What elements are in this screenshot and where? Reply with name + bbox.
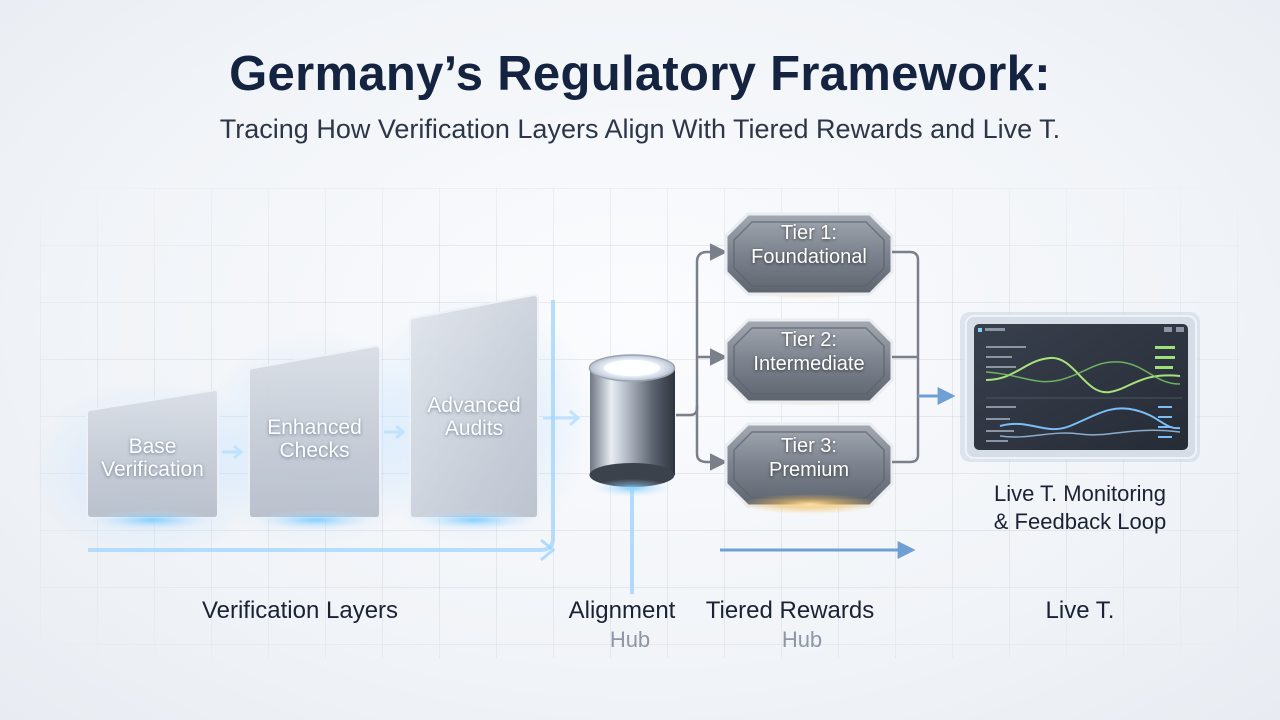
dashboard-screen-icon [960, 312, 1200, 462]
tier-label-line: Intermediate [753, 353, 865, 375]
layer-panel-enhanced [248, 344, 381, 530]
tier-label-line: Tier 1: [781, 222, 837, 244]
monitor-caption-line: Live T. Monitoring [993, 481, 1166, 506]
section-label-tiered: Tiered Rewards [705, 597, 875, 624]
tier-to-monitor-connectors [892, 250, 920, 464]
tier-badge-1 [724, 212, 894, 299]
layer-label-line: Checks [279, 439, 350, 462]
tier-label-line: Tier 3: [781, 435, 837, 457]
layer-label-line: Audits [444, 417, 504, 440]
layer-label-enhanced: Enhanced Checks [249, 416, 380, 462]
tier-label-3: Tier 3: Premium [724, 434, 894, 482]
monitor-caption-line: & Feedback Loop [993, 509, 1167, 534]
tier-label-line: Tier 2: [781, 329, 837, 351]
layer-panel-base [86, 388, 219, 530]
hub-to-tier-connectors [676, 243, 728, 471]
section-sublabel-tiered: Hub [781, 627, 823, 652]
layer-label-line: Enhanced [267, 416, 362, 439]
tier-label-line: Premium [768, 459, 849, 481]
layer-label-advanced: Advanced Audits [410, 394, 538, 440]
tier-label-1: Tier 1: Foundational [724, 221, 894, 269]
page-title: Germany’s Regulatory Framework: [229, 47, 1051, 101]
database-cylinder-icon [588, 354, 676, 594]
chevron-right-icon [543, 409, 581, 427]
section-label-alignment: Alignment [568, 597, 676, 624]
tier-label-line: Foundational [751, 246, 867, 268]
tier-badge-2 [724, 318, 894, 406]
section-label-verification: Verification Layers [201, 597, 399, 624]
layer-label-line: Verification [101, 458, 204, 481]
layer-label-base: Base Verification [87, 435, 218, 481]
chevron-down-icon [540, 538, 556, 562]
tier-label-2: Tier 2: Intermediate [724, 328, 894, 376]
chevron-right-icon [222, 444, 244, 460]
layer-label-line: Advanced [427, 394, 521, 417]
section-sublabel-alignment: Hub [609, 627, 651, 652]
layer-panel-advanced [409, 293, 539, 530]
monitor-caption: Live T. Monitoring & Feedback Loop [960, 480, 1200, 536]
tier-badge-3 [724, 422, 894, 514]
section-label-live: Live T. [1045, 597, 1115, 624]
page-subtitle: Tracing How Verification Layers Align Wi… [219, 114, 1061, 144]
chevron-right-icon [384, 424, 406, 440]
layer-label-line: Base [128, 435, 177, 458]
